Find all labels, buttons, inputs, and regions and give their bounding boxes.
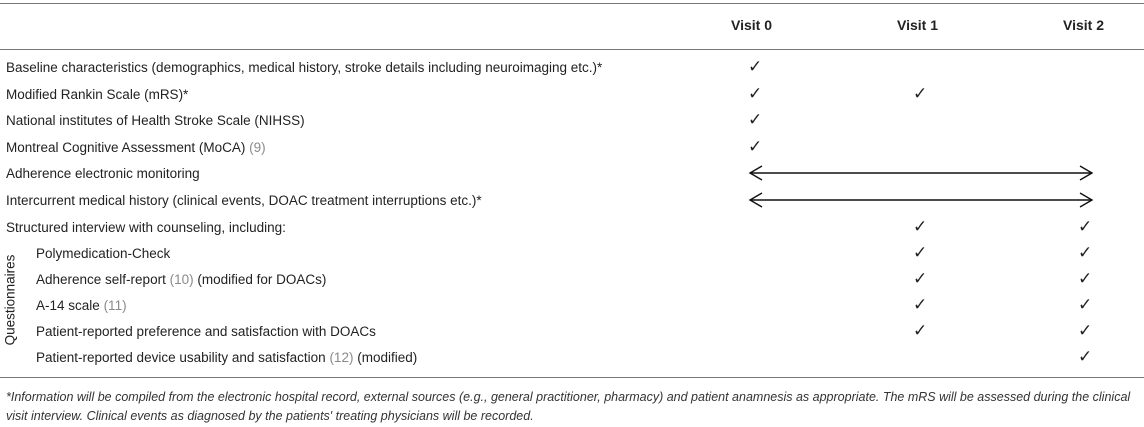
- check-mark: ✓: [913, 269, 928, 289]
- check-mark: ✓: [748, 110, 763, 130]
- reference-link[interactable]: (11): [103, 298, 127, 313]
- top-rule: [0, 3, 1144, 4]
- row-device-usability-suffix: (modified): [357, 350, 418, 365]
- row-intercurrent-medical-history: Intercurrent medical history (clinical e…: [6, 193, 482, 208]
- header-visit-2: Visit 2: [1063, 17, 1104, 33]
- row-moca: Montreal Cognitive Assessment (MoCA) (9): [6, 139, 266, 156]
- check-mark: ✓: [748, 84, 763, 104]
- row-patient-preference-satisfaction: Patient-reported preference and satisfac…: [36, 324, 376, 339]
- check-mark: ✓: [913, 243, 928, 263]
- row-modified-rankin-scale: Modified Rankin Scale (mRS)*: [6, 87, 189, 102]
- header-visit-0: Visit 0: [731, 17, 772, 33]
- check-mark: ✓: [748, 57, 763, 77]
- check-mark: ✓: [1078, 295, 1093, 315]
- double-arrow-icon: [748, 192, 1094, 208]
- bottom-rule: [0, 377, 1144, 378]
- check-mark: ✓: [913, 217, 928, 237]
- row-adherence-self-report: Adherence self-report (10) (modified for…: [36, 271, 326, 288]
- row-baseline-characteristics: Baseline characteristics (demographics, …: [6, 60, 603, 75]
- footnote: *Information will be compiled from the e…: [6, 390, 1131, 423]
- row-device-usability-text: Patient-reported device usability and sa…: [36, 350, 326, 365]
- row-structured-interview: Structured interview with counseling, in…: [6, 220, 286, 235]
- reference-link[interactable]: (9): [249, 140, 266, 155]
- row-adherence-self-report-suffix: (modified for DOACs): [197, 272, 327, 287]
- row-device-usability-satisfaction: Patient-reported device usability and sa…: [36, 349, 417, 366]
- reference-link[interactable]: (12): [329, 350, 354, 365]
- row-a14-scale-text: A-14 scale: [36, 298, 100, 313]
- check-mark: ✓: [913, 321, 928, 341]
- check-mark: ✓: [1078, 269, 1093, 289]
- row-adherence-self-report-text: Adherence self-report: [36, 272, 166, 287]
- row-moca-text: Montreal Cognitive Assessment (MoCA): [6, 140, 246, 155]
- row-polymedication-check: Polymedication-Check: [36, 246, 171, 261]
- double-arrow-icon: [748, 165, 1094, 181]
- row-a14-scale: A-14 scale (11): [36, 297, 127, 314]
- check-mark: ✓: [1078, 243, 1093, 263]
- row-nihss: National institutes of Health Stroke Sca…: [6, 113, 305, 128]
- check-mark: ✓: [913, 84, 928, 104]
- reference-link[interactable]: (10): [169, 272, 194, 287]
- check-mark: ✓: [913, 295, 928, 315]
- row-adherence-electronic-monitoring: Adherence electronic monitoring: [6, 166, 200, 181]
- header-visit-1: Visit 1: [897, 17, 938, 33]
- questionnaires-label: Questionnaires: [2, 254, 18, 346]
- check-mark: ✓: [748, 137, 763, 157]
- check-mark: ✓: [1078, 347, 1093, 367]
- check-mark: ✓: [1078, 321, 1093, 341]
- header-rule: [0, 49, 1144, 50]
- check-mark: ✓: [1078, 217, 1093, 237]
